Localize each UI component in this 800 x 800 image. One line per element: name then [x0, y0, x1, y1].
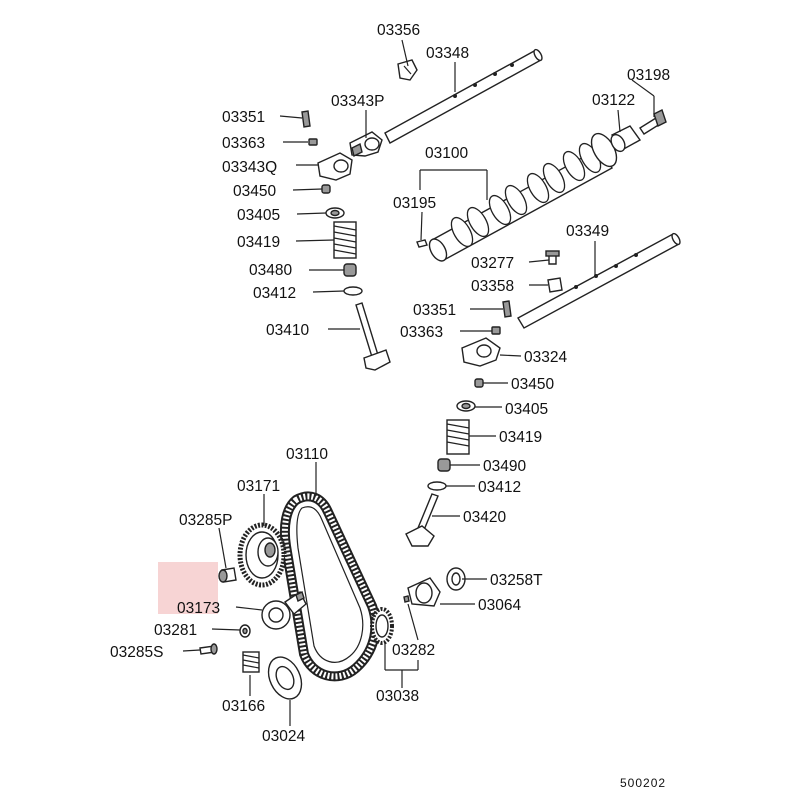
- part-03363-nut-right[interactable]: [491, 326, 501, 335]
- part-03198-bolt[interactable]: [639, 109, 667, 135]
- label-03282[interactable]: 03282: [392, 642, 435, 659]
- label-03405-right[interactable]: 03405: [505, 401, 548, 418]
- label-03351-right[interactable]: 03351: [413, 302, 456, 319]
- part-03277-bolt[interactable]: [545, 250, 560, 265]
- part-03166-spring[interactable]: [242, 651, 260, 673]
- label-03405-left[interactable]: 03405: [237, 207, 280, 224]
- label-03285P[interactable]: 03285P: [179, 512, 232, 529]
- label-03363-right[interactable]: 03363: [400, 324, 443, 341]
- part-03351-pin-right[interactable]: [502, 300, 512, 318]
- part-03356-clip[interactable]: [397, 59, 418, 81]
- part-03410-valve-left[interactable]: [355, 302, 391, 371]
- part-03343Q-rocker-arm[interactable]: [317, 152, 353, 181]
- label-03281[interactable]: 03281: [154, 622, 197, 639]
- part-03419-spring-right[interactable]: [446, 419, 470, 455]
- label-03490[interactable]: 03490: [483, 458, 526, 475]
- part-03490-seal-right[interactable]: [437, 458, 451, 472]
- label-03410[interactable]: 03410: [266, 322, 309, 339]
- label-03343Q[interactable]: 03343Q: [222, 159, 277, 176]
- label-03348[interactable]: 03348: [426, 45, 469, 62]
- part-03122-adapter[interactable]: [608, 125, 642, 154]
- part-03450-cap-right[interactable]: [474, 378, 484, 388]
- selected-part-highlight: [158, 562, 218, 614]
- label-03343P[interactable]: 03343P: [331, 93, 384, 110]
- leader-lines: [182, 39, 655, 726]
- label-03412-left[interactable]: 03412: [253, 285, 296, 302]
- label-03420[interactable]: 03420: [463, 509, 506, 526]
- label-03277[interactable]: 03277: [471, 255, 514, 272]
- label-03324[interactable]: 03324: [524, 349, 567, 366]
- label-03038[interactable]: 03038: [376, 688, 419, 705]
- label-03450-left[interactable]: 03450: [233, 183, 276, 200]
- rocker-shaft-lower[interactable]: [517, 232, 682, 329]
- label-03358[interactable]: 03358: [471, 278, 514, 295]
- part-03405-retainer-right[interactable]: [456, 400, 476, 412]
- part-03358-clip[interactable]: [547, 277, 563, 293]
- label-03412-right[interactable]: 03412: [478, 479, 521, 496]
- part-03420-valve-right[interactable]: [405, 493, 439, 547]
- label-03285S[interactable]: 03285S: [110, 644, 163, 661]
- part-03343P-rocker-arm[interactable]: [349, 131, 383, 158]
- label-03419-right[interactable]: 03419: [499, 429, 542, 446]
- label-03450-right[interactable]: 03450: [511, 376, 554, 393]
- part-labels: 03356 03348 03198 03122 03351 03343P 033…: [110, 22, 670, 790]
- diagram-reference-number: 500202: [620, 776, 666, 790]
- part-03100-camshaft[interactable]: [426, 129, 622, 263]
- part-03258T-washer[interactable]: [446, 567, 466, 591]
- part-03351-pin-left[interactable]: [301, 110, 311, 128]
- label-03258T[interactable]: 03258T: [490, 572, 543, 589]
- part-03171-sprocket[interactable]: [237, 522, 287, 588]
- part-03285P-bolt[interactable]: [218, 567, 237, 583]
- label-03171[interactable]: 03171: [237, 478, 280, 495]
- part-03285S-bolt[interactable]: [199, 643, 218, 655]
- label-03356[interactable]: 03356: [377, 22, 420, 39]
- label-03480[interactable]: 03480: [249, 262, 292, 279]
- part-03412-seat-left[interactable]: [343, 286, 363, 296]
- label-03166[interactable]: 03166: [222, 698, 265, 715]
- part-03324-rocker-arm[interactable]: [461, 337, 501, 367]
- label-03195[interactable]: 03195: [393, 195, 436, 212]
- rocker-shaft-upper[interactable]: [384, 48, 544, 144]
- label-03349[interactable]: 03349: [566, 223, 609, 240]
- part-03195-pin[interactable]: [416, 239, 428, 248]
- part-03450-cap-left[interactable]: [321, 184, 331, 194]
- part-03412-seat-right[interactable]: [427, 481, 447, 491]
- label-03110[interactable]: 03110: [286, 446, 328, 463]
- part-03282-key[interactable]: [403, 595, 410, 603]
- part-03281-washer[interactable]: [239, 624, 251, 638]
- label-03419-left[interactable]: 03419: [237, 234, 280, 251]
- part-03480-seal-left[interactable]: [343, 263, 357, 277]
- part-03110-timing-belt[interactable]: [279, 491, 381, 682]
- label-03100[interactable]: 03100: [425, 145, 468, 162]
- label-03173[interactable]: 03173: [177, 600, 220, 617]
- part-03405-retainer-left[interactable]: [325, 207, 345, 219]
- part-03419-spring-left[interactable]: [333, 221, 357, 259]
- part-03038-crank-sprocket[interactable]: [370, 607, 394, 645]
- label-03351-left[interactable]: 03351: [222, 109, 265, 126]
- label-03024[interactable]: 03024: [262, 728, 305, 745]
- part-03024-flange[interactable]: [262, 652, 308, 705]
- label-03363-left[interactable]: 03363: [222, 135, 265, 152]
- part-03064-flange[interactable]: [407, 577, 441, 607]
- label-03198[interactable]: 03198: [627, 67, 670, 84]
- part-03173-tensioner[interactable]: [261, 590, 307, 630]
- label-03122[interactable]: 03122: [592, 92, 635, 109]
- label-03064[interactable]: 03064: [478, 597, 521, 614]
- part-03363-nut-left[interactable]: [308, 138, 318, 146]
